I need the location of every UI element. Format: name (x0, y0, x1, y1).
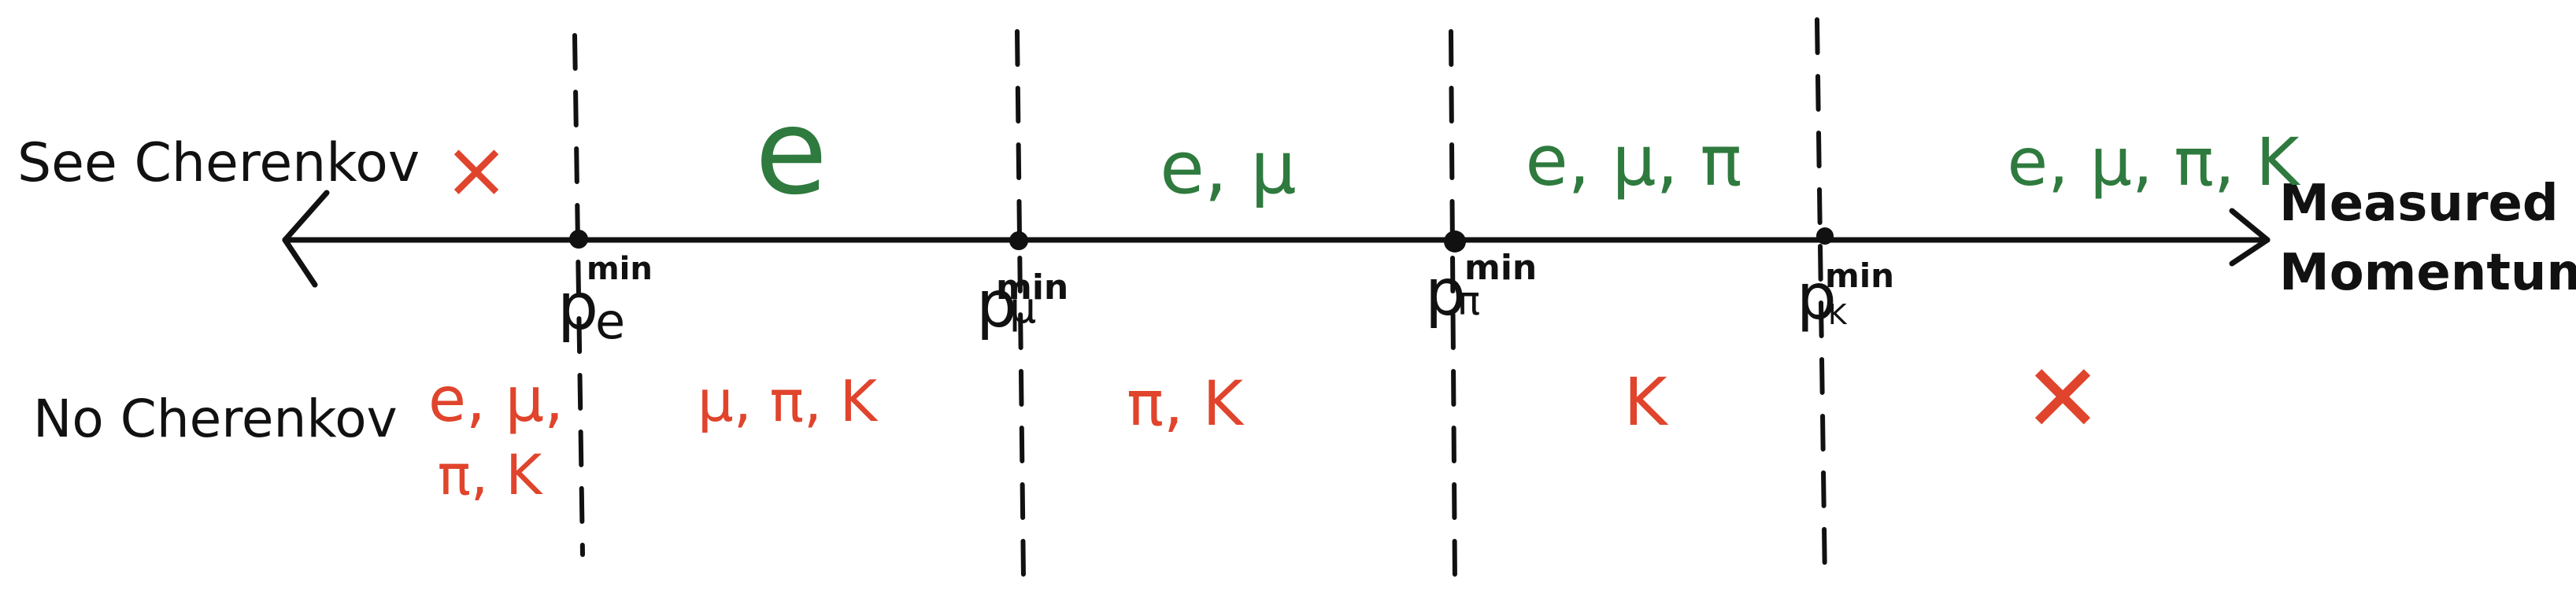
threshold-superscript: min (996, 267, 1068, 308)
threshold-superscript: min (1464, 248, 1537, 288)
no-region-k: K (1623, 363, 1668, 441)
threshold-dots (569, 227, 1834, 253)
threshold-symbol: p (976, 267, 1017, 342)
see-region-e-mu: e, μ (1160, 126, 1297, 210)
dashed-line-electron (572, 33, 585, 557)
threshold-label-kaon: p K min (1797, 256, 1894, 334)
threshold-label-pion: p π min (1425, 248, 1537, 330)
threshold-label-muon: p μ min (976, 267, 1068, 342)
threshold-subscript: K (1828, 299, 1848, 331)
threshold-dashed-lines (572, 17, 1827, 584)
dashed-line-muon (1015, 29, 1026, 581)
right-arrowhead (2229, 208, 2271, 267)
no-region-all: e, μ, (428, 365, 564, 436)
axis-label-line2: Momentum (2279, 244, 2576, 302)
see-region-e-mu-pi-k: e, μ, π, K (2008, 124, 2301, 201)
see-region-none: × (443, 124, 509, 216)
threshold-superscript: min (1825, 256, 1894, 295)
see-region-e: e (755, 84, 827, 221)
dashed-line-kaon (1815, 17, 1827, 584)
row-label-see-cherenkov: See Cherenkov (17, 132, 420, 194)
threshold-subscript: π (1456, 278, 1480, 324)
no-region-none: ✕ (2023, 345, 2103, 454)
left-arrowhead (282, 190, 330, 288)
threshold-superscript: min (587, 251, 653, 287)
no-region-all-line2: π, K (438, 443, 544, 507)
threshold-symbol: p (1797, 260, 1837, 334)
row-label-no-cherenkov: No Cherenkov (33, 389, 398, 449)
axis-label-line1: Measured (2279, 175, 2559, 233)
dashed-line-pion (1449, 29, 1457, 584)
threshold-subscript: e (595, 293, 625, 350)
threshold-dot-muon (1009, 231, 1028, 250)
no-region-mu-pi-k: μ, π, K (698, 368, 879, 434)
see-region-e-mu-pi: e, μ, π (1526, 120, 1742, 201)
momentum-axis (282, 190, 2271, 288)
threshold-dot-pion (1444, 230, 1466, 253)
threshold-symbol: p (1425, 256, 1466, 330)
threshold-dot-electron (569, 230, 588, 249)
threshold-dot-kaon (1816, 227, 1834, 245)
threshold-symbol: p (557, 270, 598, 345)
no-region-pi-k: π, K (1127, 369, 1245, 440)
threshold-label-electron: p e min (557, 251, 653, 350)
threshold-subscript: μ (1009, 283, 1036, 333)
